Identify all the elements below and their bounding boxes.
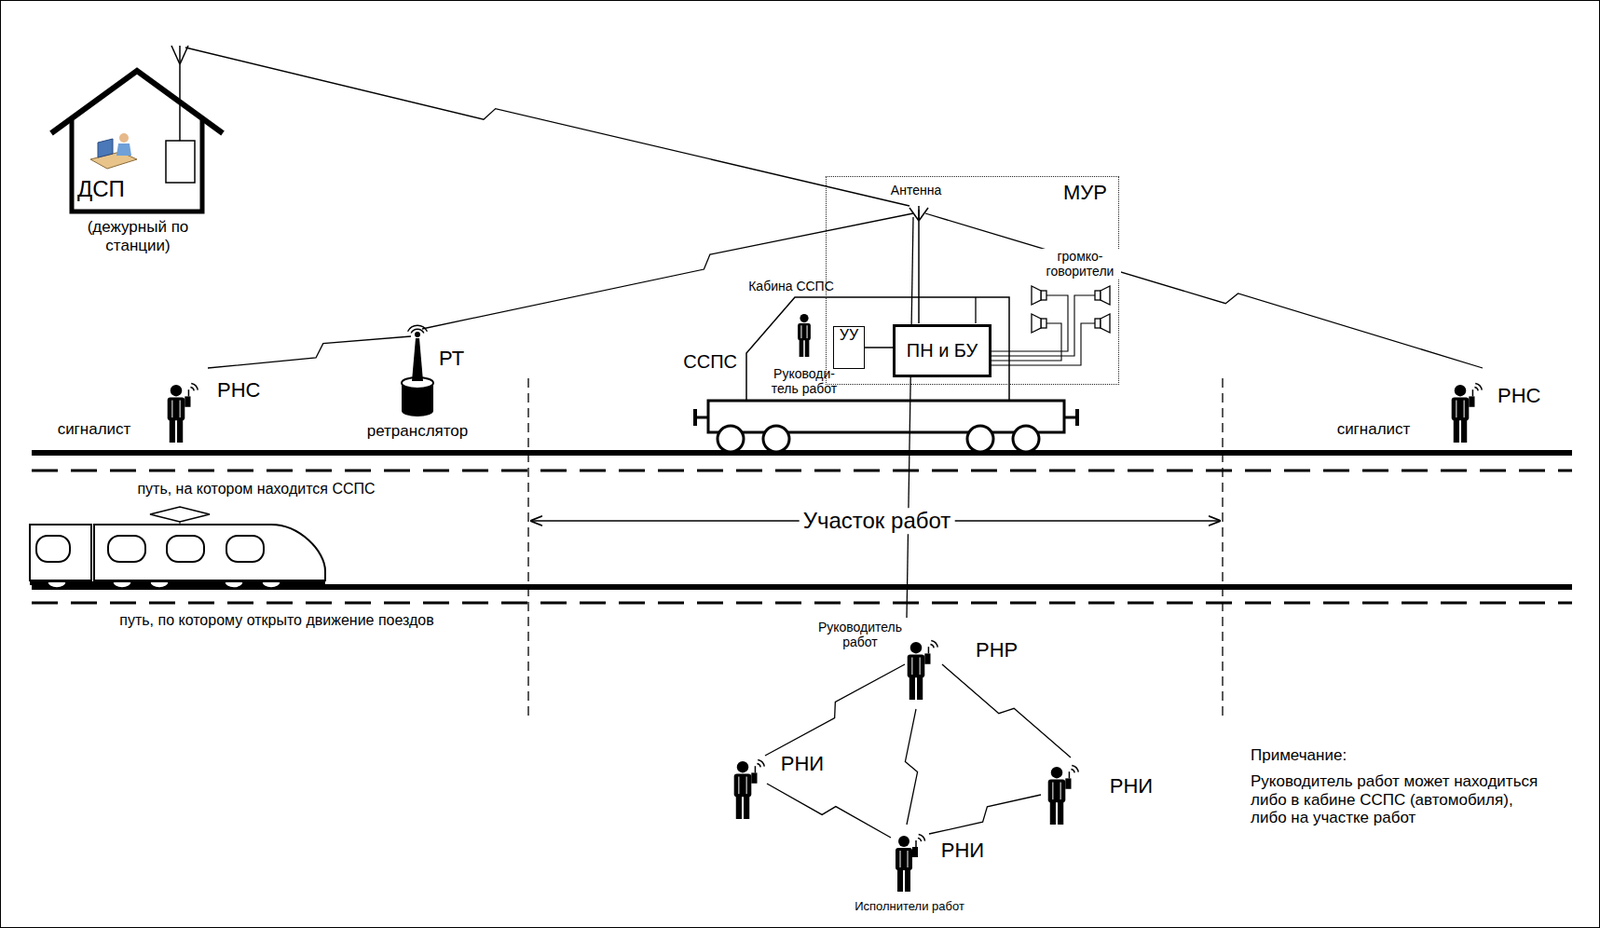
text-label: Руководи- тель работ bbox=[766, 366, 842, 397]
text-label: путь, по которому открыто движение поезд… bbox=[119, 612, 435, 630]
connector-line bbox=[864, 346, 893, 349]
note-text: Руководитель работ может находиться либо… bbox=[1250, 772, 1540, 828]
loudspeaker-symbol bbox=[1031, 314, 1047, 333]
buffer-symbol bbox=[1064, 416, 1078, 420]
flatcar-platform bbox=[708, 400, 1065, 433]
process-box: ПН и БУ bbox=[892, 324, 992, 378]
person-figure bbox=[167, 382, 199, 443]
antenna-mast bbox=[917, 209, 920, 324]
antenna-symbol bbox=[917, 205, 920, 221]
text-label: Руководитель работ bbox=[808, 619, 912, 650]
rail-line bbox=[31, 450, 1573, 456]
person-figure bbox=[1048, 765, 1080, 825]
text-label: Участок работ bbox=[799, 507, 956, 534]
wheel-symbol bbox=[717, 425, 744, 452]
wheel-symbol bbox=[967, 425, 994, 452]
person-figure bbox=[797, 314, 811, 357]
radio-link bbox=[929, 794, 1041, 835]
text-label: РТ bbox=[438, 346, 465, 370]
wheel-symbol bbox=[763, 425, 790, 452]
radio-link bbox=[185, 47, 910, 206]
loudspeaker-symbol bbox=[1094, 286, 1110, 305]
boundary-dash-line bbox=[527, 378, 529, 721]
person-figure bbox=[734, 759, 766, 820]
person-figure bbox=[1451, 382, 1483, 443]
speaker-wire bbox=[990, 323, 1062, 361]
text-label: Антенна bbox=[890, 182, 942, 198]
track-dash-line bbox=[31, 601, 1573, 605]
radio-link bbox=[906, 217, 914, 618]
speaker-wire bbox=[990, 323, 1095, 366]
cab-outline bbox=[746, 297, 1010, 401]
wheel-symbol bbox=[1012, 425, 1040, 452]
radio-link bbox=[207, 336, 411, 369]
text-label: путь, на котором находится ССПС bbox=[136, 480, 375, 498]
text-label: РНИ bbox=[941, 838, 985, 862]
text-label: ССПС bbox=[683, 351, 738, 373]
text-label: РНИ bbox=[1109, 774, 1153, 798]
radio-link bbox=[904, 709, 917, 825]
loudspeaker-symbol bbox=[1031, 286, 1047, 305]
radio-link bbox=[765, 664, 905, 756]
train-picture bbox=[29, 506, 326, 589]
text-label: громко- говорители bbox=[1039, 248, 1122, 279]
loudspeaker-symbol bbox=[1094, 314, 1110, 333]
control-box: УУ bbox=[833, 326, 865, 370]
text-label: ретранслятор bbox=[367, 422, 469, 441]
antenna-mast bbox=[178, 45, 181, 141]
text-label: РНС bbox=[217, 378, 260, 402]
radio-unit bbox=[165, 140, 195, 183]
boundary-dash-line bbox=[1221, 378, 1223, 721]
node-title: ДСП bbox=[77, 176, 125, 203]
wire-line bbox=[974, 297, 976, 324]
equipment-frame: МУР УУ ПН и БУ bbox=[825, 176, 1120, 385]
radio-link bbox=[942, 664, 1071, 758]
node-caption: (дежурный по станции) bbox=[68, 218, 208, 255]
radio-link bbox=[422, 213, 914, 329]
text-label: сигналист bbox=[1337, 420, 1411, 439]
radio-link bbox=[766, 783, 891, 838]
note-text: Примечание: bbox=[1250, 746, 1347, 766]
repeater-symbol bbox=[401, 325, 434, 417]
text-label: Кабина ССПС bbox=[748, 278, 835, 294]
frame-title: МУР bbox=[1063, 180, 1108, 205]
person-figure bbox=[895, 834, 926, 892]
text-label: сигналист bbox=[57, 420, 132, 439]
track-dash-line bbox=[31, 469, 1573, 473]
text-label: РНИ bbox=[780, 752, 824, 776]
box-label: ПН и БУ bbox=[906, 340, 978, 362]
text-label: РНР bbox=[975, 638, 1018, 662]
buffer-symbol bbox=[695, 416, 709, 420]
station-house: ДСП (дежурный по станции) bbox=[49, 66, 227, 253]
radio-link bbox=[925, 213, 1483, 369]
text-label: Исполнители работ bbox=[854, 900, 965, 915]
text-label: РНС bbox=[1497, 383, 1541, 408]
speaker-wire bbox=[990, 295, 1095, 356]
operator-icon bbox=[90, 133, 137, 169]
box-label: УУ bbox=[839, 327, 859, 344]
antenna-symbol bbox=[171, 45, 180, 65]
person-figure bbox=[907, 640, 939, 700]
